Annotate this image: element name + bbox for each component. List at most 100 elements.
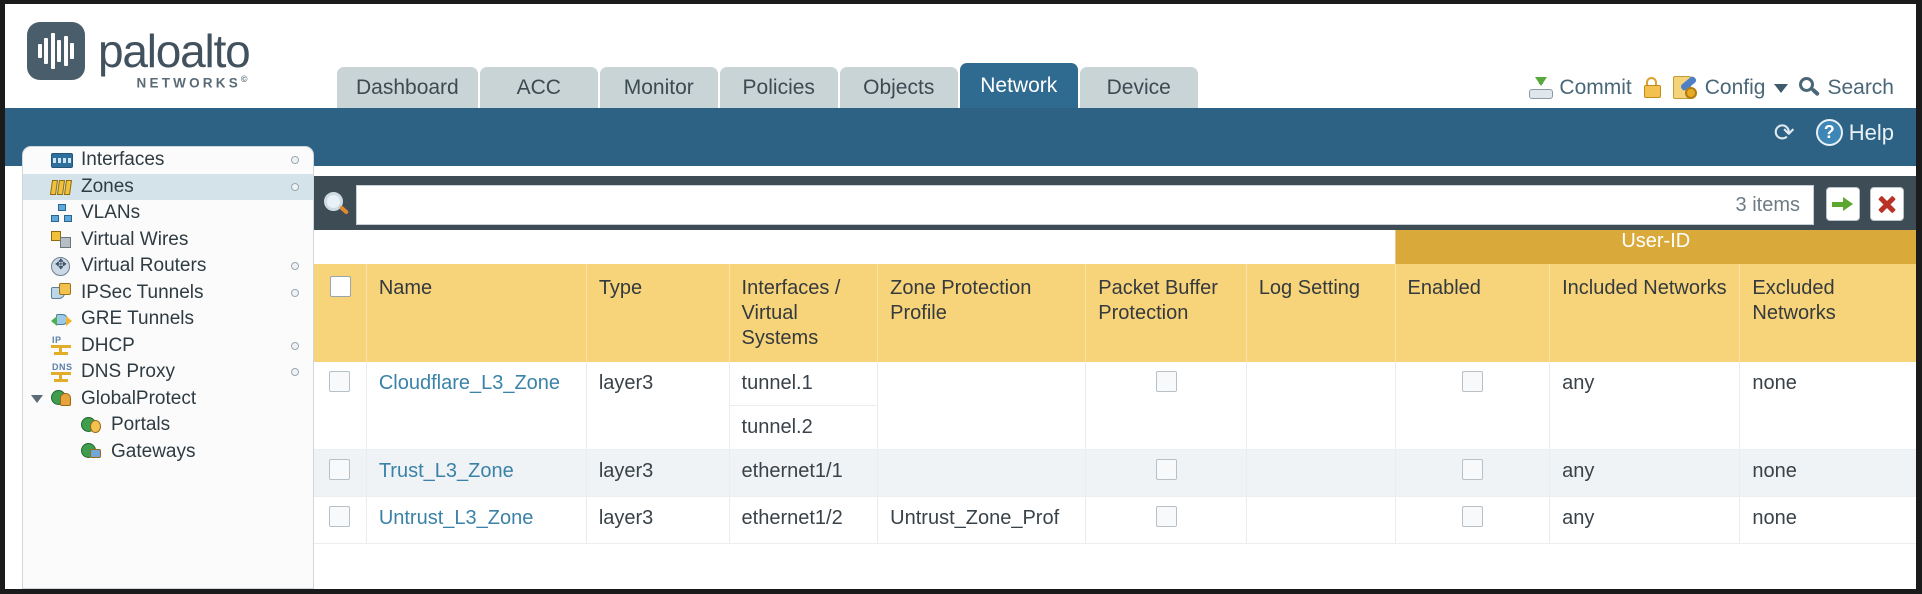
tab-device[interactable]: Device <box>1079 67 1198 108</box>
header-interfaces-virtual-systems[interactable]: Interfaces / Virtual Systems <box>728 264 878 362</box>
globalprotect-icon <box>51 389 73 408</box>
window-frame-top <box>0 0 1922 4</box>
row-checkbox[interactable] <box>329 459 351 480</box>
filter-input-wrapper[interactable]: 3 items <box>356 185 1814 225</box>
sidebar-item-virtual-routers[interactable]: Virtual Routers <box>23 253 313 280</box>
header-name[interactable]: Name <box>365 264 587 362</box>
header-packet-buffer-protection[interactable]: Packet Buffer Protection <box>1085 264 1247 362</box>
header-zone-protection-profile[interactable]: Zone Protection Profile <box>877 264 1086 362</box>
cell-name: Untrust_L3_Zone <box>365 496 587 544</box>
table-header-row: Name Type Interfaces / Virtual Systems Z… <box>314 264 1916 362</box>
group-header-userid: User-ID <box>1394 230 1916 264</box>
tab-monitor[interactable]: Monitor <box>599 67 718 108</box>
clear-filter-button[interactable] <box>1870 187 1904 221</box>
sidebar-label-interfaces: Interfaces <box>81 149 165 171</box>
sidebar-item-globalprotect[interactable]: GlobalProtect <box>23 386 313 413</box>
sidebar-item-gre-tunnels[interactable]: GRE Tunnels <box>23 306 313 333</box>
sidebar-label-portals: Portals <box>111 414 171 436</box>
sidebar-item-interfaces[interactable]: Interfaces <box>23 147 313 174</box>
portals-icon <box>81 416 103 435</box>
sidebar-label-virtual-routers: Virtual Routers <box>81 255 207 277</box>
sidebar-item-zones[interactable]: Zones <box>23 173 313 200</box>
zone-name-link[interactable]: Trust_L3_Zone <box>378 460 514 482</box>
refresh-icon[interactable]: ⟳ <box>1773 118 1795 147</box>
tab-objects[interactable]: Objects <box>839 67 958 108</box>
sidebar-item-dhcp[interactable]: IP DHCP <box>23 333 313 360</box>
tab-acc[interactable]: ACC <box>479 67 598 108</box>
sidebar-item-virtual-wires[interactable]: Virtual Wires <box>23 227 313 254</box>
tab-network[interactable]: Network <box>959 63 1078 108</box>
header-userid-enabled[interactable]: Enabled <box>1394 264 1550 362</box>
lock-button[interactable] <box>1643 77 1662 99</box>
window-frame-bottom <box>0 589 1922 594</box>
select-all-header <box>314 264 367 362</box>
table-row[interactable]: Cloudflare_L3_Zone layer3 tunnel.1 tunne… <box>314 362 1916 450</box>
zones-table-container: User-ID Name Type Interfaces / Virtual S… <box>314 230 1916 589</box>
cell-zone-protection-profile <box>877 449 1086 497</box>
table-row[interactable]: Trust_L3_Zone layer3 ethernet1/1 any non… <box>314 449 1916 497</box>
userid-enabled-checkbox[interactable] <box>1461 459 1483 480</box>
gateways-icon <box>81 442 103 461</box>
zone-name-link[interactable]: Cloudflare_L3_Zone <box>378 372 561 394</box>
cell-packet-buffer-protection <box>1085 449 1247 497</box>
packet-buffer-protection-checkbox[interactable] <box>1155 459 1177 480</box>
network-sidebar: Interfaces Zones VLANs Virtual Wires <box>22 146 314 589</box>
brand-registered-mark: © <box>240 74 248 84</box>
sidebar-label-gre-tunnels: GRE Tunnels <box>81 308 194 330</box>
cell-packet-buffer-protection <box>1085 362 1247 450</box>
userid-enabled-checkbox[interactable] <box>1461 506 1483 527</box>
row-checkbox[interactable] <box>329 506 351 527</box>
header-toolbar: Commit Config Search <box>1529 75 1894 100</box>
help-button[interactable]: ? Help <box>1815 119 1894 146</box>
cell-excluded-networks: none <box>1739 362 1916 450</box>
brand-tagline: NETWORKS© <box>137 74 248 91</box>
sidebar-item-gateways[interactable]: Gateways <box>23 439 313 466</box>
tab-policies[interactable]: Policies <box>719 67 838 108</box>
tab-dashboard[interactable]: Dashboard <box>337 67 478 108</box>
expander-triangle-icon[interactable] <box>31 394 43 403</box>
row-select-cell <box>314 449 367 497</box>
filter-bar: 3 items <box>314 184 1916 226</box>
apply-filter-button[interactable] <box>1826 187 1860 221</box>
select-all-checkbox[interactable] <box>330 276 352 297</box>
sidebar-label-dhcp: DHCP <box>81 334 135 356</box>
zones-table: User-ID Name Type Interfaces / Virtual S… <box>314 230 1916 544</box>
sidebar-dot-zones <box>291 182 299 191</box>
brand-logo[interactable]: paloalto NETWORKS© <box>27 22 251 91</box>
userid-enabled-checkbox[interactable] <box>1461 371 1483 392</box>
header-included-networks[interactable]: Included Networks <box>1549 264 1740 362</box>
header-log-setting[interactable]: Log Setting <box>1245 264 1396 362</box>
sidebar-item-portals[interactable]: Portals <box>23 412 313 439</box>
zone-name-link[interactable]: Untrust_L3_Zone <box>378 507 534 529</box>
row-checkbox[interactable] <box>329 371 351 392</box>
sidebar-label-zones: Zones <box>81 175 134 197</box>
sidebar-item-vlans[interactable]: VLANs <box>23 200 313 227</box>
window-frame-left <box>0 0 5 594</box>
cell-log-setting <box>1245 449 1396 497</box>
brand-name: paloalto <box>98 25 251 77</box>
sidebar-item-dns-proxy[interactable]: DNS DNS Proxy <box>23 359 313 386</box>
table-row[interactable]: Untrust_L3_Zone layer3 ethernet1/2 Untru… <box>314 496 1916 544</box>
cell-interfaces: ethernet1/2 <box>728 496 878 544</box>
search-input[interactable] <box>357 186 1813 224</box>
search-button[interactable]: Search <box>1799 76 1894 100</box>
brand-text: paloalto NETWORKS© <box>98 25 251 91</box>
sidebar-label-virtual-wires: Virtual Wires <box>81 228 189 250</box>
config-menu[interactable]: Config <box>1672 75 1789 100</box>
config-wrench-icon <box>1672 75 1699 100</box>
commit-button[interactable]: Commit <box>1529 76 1632 100</box>
sidebar-dot-interfaces <box>291 156 299 165</box>
cell-type: layer3 <box>585 496 730 544</box>
sidebar-dot-dhcp <box>291 341 299 350</box>
header-type[interactable]: Type <box>585 264 730 362</box>
sidebar-label-gateways: Gateways <box>111 440 196 462</box>
cell-included-networks: any <box>1549 496 1740 544</box>
sidebar-item-ipsec-tunnels[interactable]: IPSec Tunnels <box>23 280 313 307</box>
table-group-header-row: User-ID <box>314 230 1916 264</box>
header-excluded-networks[interactable]: Excluded Networks <box>1739 264 1916 362</box>
gre-tunnels-icon <box>51 310 73 329</box>
packet-buffer-protection-checkbox[interactable] <box>1155 371 1177 392</box>
packet-buffer-protection-checkbox[interactable] <box>1155 506 1177 527</box>
search-magnifier-icon[interactable] <box>324 192 350 218</box>
